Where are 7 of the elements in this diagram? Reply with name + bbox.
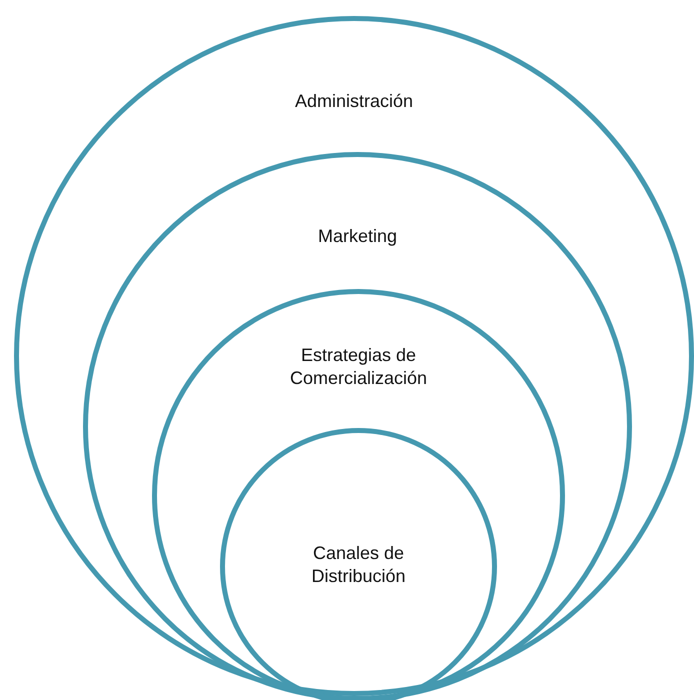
circle-label: Canales de Distribución [310, 542, 407, 588]
circle [83, 152, 632, 700]
circle-label: Administración [294, 90, 414, 112]
circle-label: Estrategias de Comercialización [288, 344, 428, 390]
circle-label: Marketing [316, 224, 398, 248]
circle [220, 428, 497, 700]
circle [152, 289, 565, 700]
